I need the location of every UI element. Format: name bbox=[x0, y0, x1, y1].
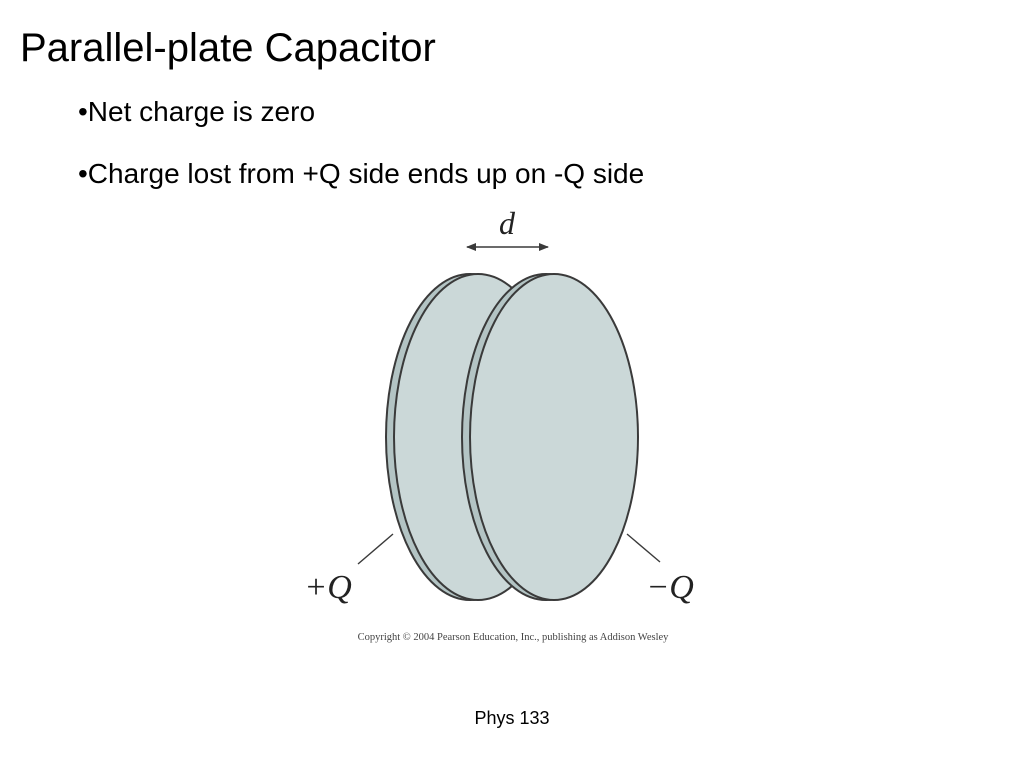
bullet-list: •Net charge is zero •Charge lost from +Q… bbox=[78, 94, 644, 192]
gap-label: d bbox=[499, 205, 516, 241]
positive-leader-line bbox=[357, 533, 394, 565]
capacitor-illustration: d +Q −Q Copyright © 2004 Pearson Educati… bbox=[304, 205, 694, 643]
bullet-item: •Charge lost from +Q side ends up on -Q … bbox=[78, 158, 645, 189]
negative-leader-line bbox=[626, 533, 661, 563]
slide-title: Parallel-plate Capacitor bbox=[20, 26, 436, 70]
copyright-notice: Copyright © 2004 Pearson Education, Inc.… bbox=[358, 632, 670, 643]
positive-charge-label: +Q bbox=[304, 569, 352, 606]
negative-plate-face bbox=[469, 273, 639, 601]
negative-plate bbox=[461, 273, 639, 601]
bullet-item: •Net charge is zero bbox=[78, 96, 316, 127]
slide-footer: Phys 133 bbox=[474, 708, 550, 728]
negative-charge-label: −Q bbox=[646, 569, 694, 606]
capacitor-diagram: d +Q −Q Copyright © 2004 Pearson Educati… bbox=[290, 200, 720, 650]
